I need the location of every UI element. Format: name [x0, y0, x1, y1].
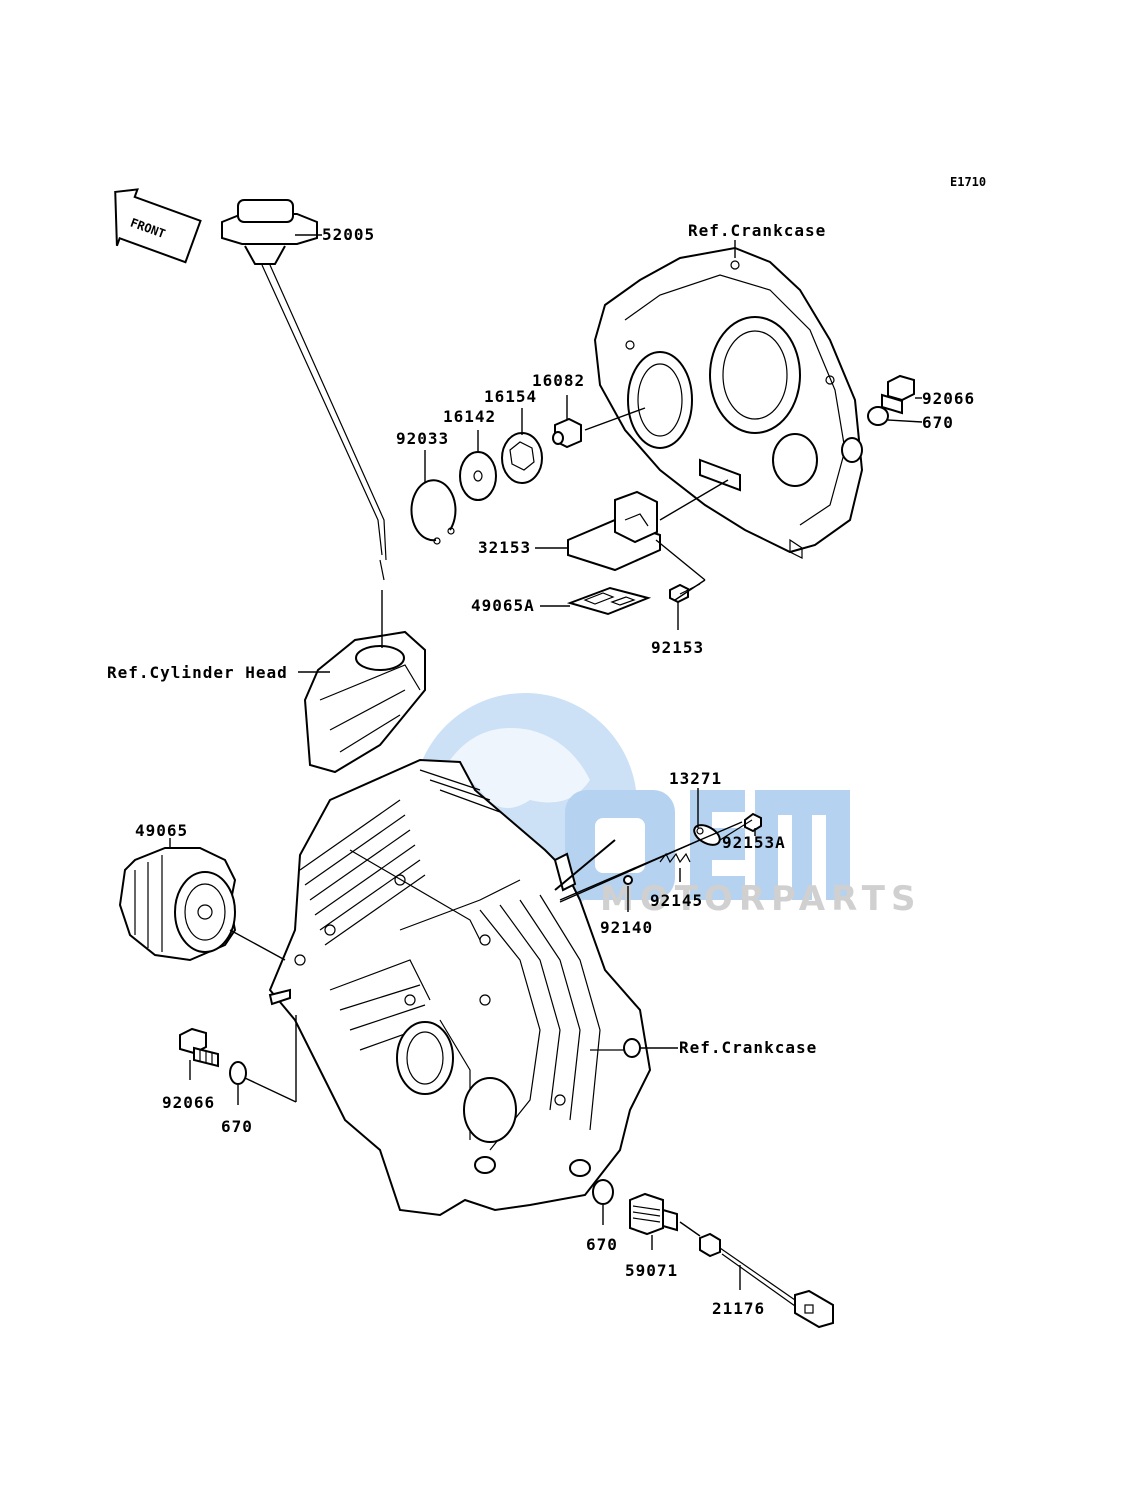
spring-92145 — [659, 852, 691, 864]
plug-92066-top — [881, 374, 915, 415]
front-arrow-icon: FRONT — [114, 188, 202, 264]
label-670-top: 670 — [922, 413, 954, 432]
label-92140: 92140 — [600, 918, 653, 937]
oring-670-left — [229, 1061, 247, 1085]
ref-crankcase-bottom: Ref.Crankcase — [679, 1038, 817, 1057]
label-670-left: 670 — [221, 1117, 253, 1136]
label-16082: 16082 — [532, 371, 585, 390]
plate-16142 — [459, 451, 497, 501]
label-92145: 92145 — [650, 891, 703, 910]
circlip-92033 — [410, 479, 457, 545]
label-59071: 59071 — [625, 1261, 678, 1280]
label-13271: 13271 — [669, 769, 722, 788]
pump-16082 — [552, 417, 582, 449]
label-670-bottom: 670 — [586, 1235, 618, 1254]
watermark-sub: MOTORPARTS — [600, 879, 921, 919]
crankcase-main-part — [268, 758, 652, 1217]
watermark-m — [755, 790, 850, 900]
oring-670-bottom — [592, 1179, 614, 1205]
cylinder-head-cover-part — [303, 630, 426, 774]
switch-59071 — [629, 1192, 678, 1236]
watermark-e — [690, 790, 745, 900]
diagram-code: E1710 — [950, 175, 986, 189]
oring-670-top — [867, 406, 889, 426]
screen-49065A — [566, 586, 652, 616]
label-92066-top: 92066 — [922, 389, 975, 408]
crankcase-cover-part — [593, 246, 864, 559]
plug-92066-bottom — [179, 1027, 219, 1068]
sensor-21176 — [699, 1232, 834, 1329]
bolt-92153 — [669, 583, 701, 604]
label-16154: 16154 — [484, 387, 537, 406]
label-52005: 52005 — [322, 225, 375, 244]
rotor-16154 — [501, 432, 543, 484]
ref-cylinder-head: Ref.Cylinder Head — [107, 663, 288, 682]
bolt-92153A — [719, 812, 762, 841]
label-92033: 92033 — [396, 429, 449, 448]
label-16142: 16142 — [443, 407, 496, 426]
label-92066-bottom: 92066 — [162, 1093, 215, 1112]
label-92153A: 92153A — [722, 833, 786, 852]
dipstick-part — [221, 199, 387, 581]
housing-32153 — [567, 490, 661, 572]
label-49065A: 49065A — [471, 596, 535, 615]
label-21176: 21176 — [712, 1299, 765, 1318]
label-92153: 92153 — [651, 638, 704, 657]
label-32153: 32153 — [478, 538, 531, 557]
label-49065: 49065 — [135, 821, 188, 840]
ball-92140 — [623, 875, 633, 885]
oil-filter-49065 — [118, 847, 237, 962]
ref-crankcase-top: Ref.Crankcase — [688, 221, 826, 240]
watermark-o — [565, 790, 675, 900]
